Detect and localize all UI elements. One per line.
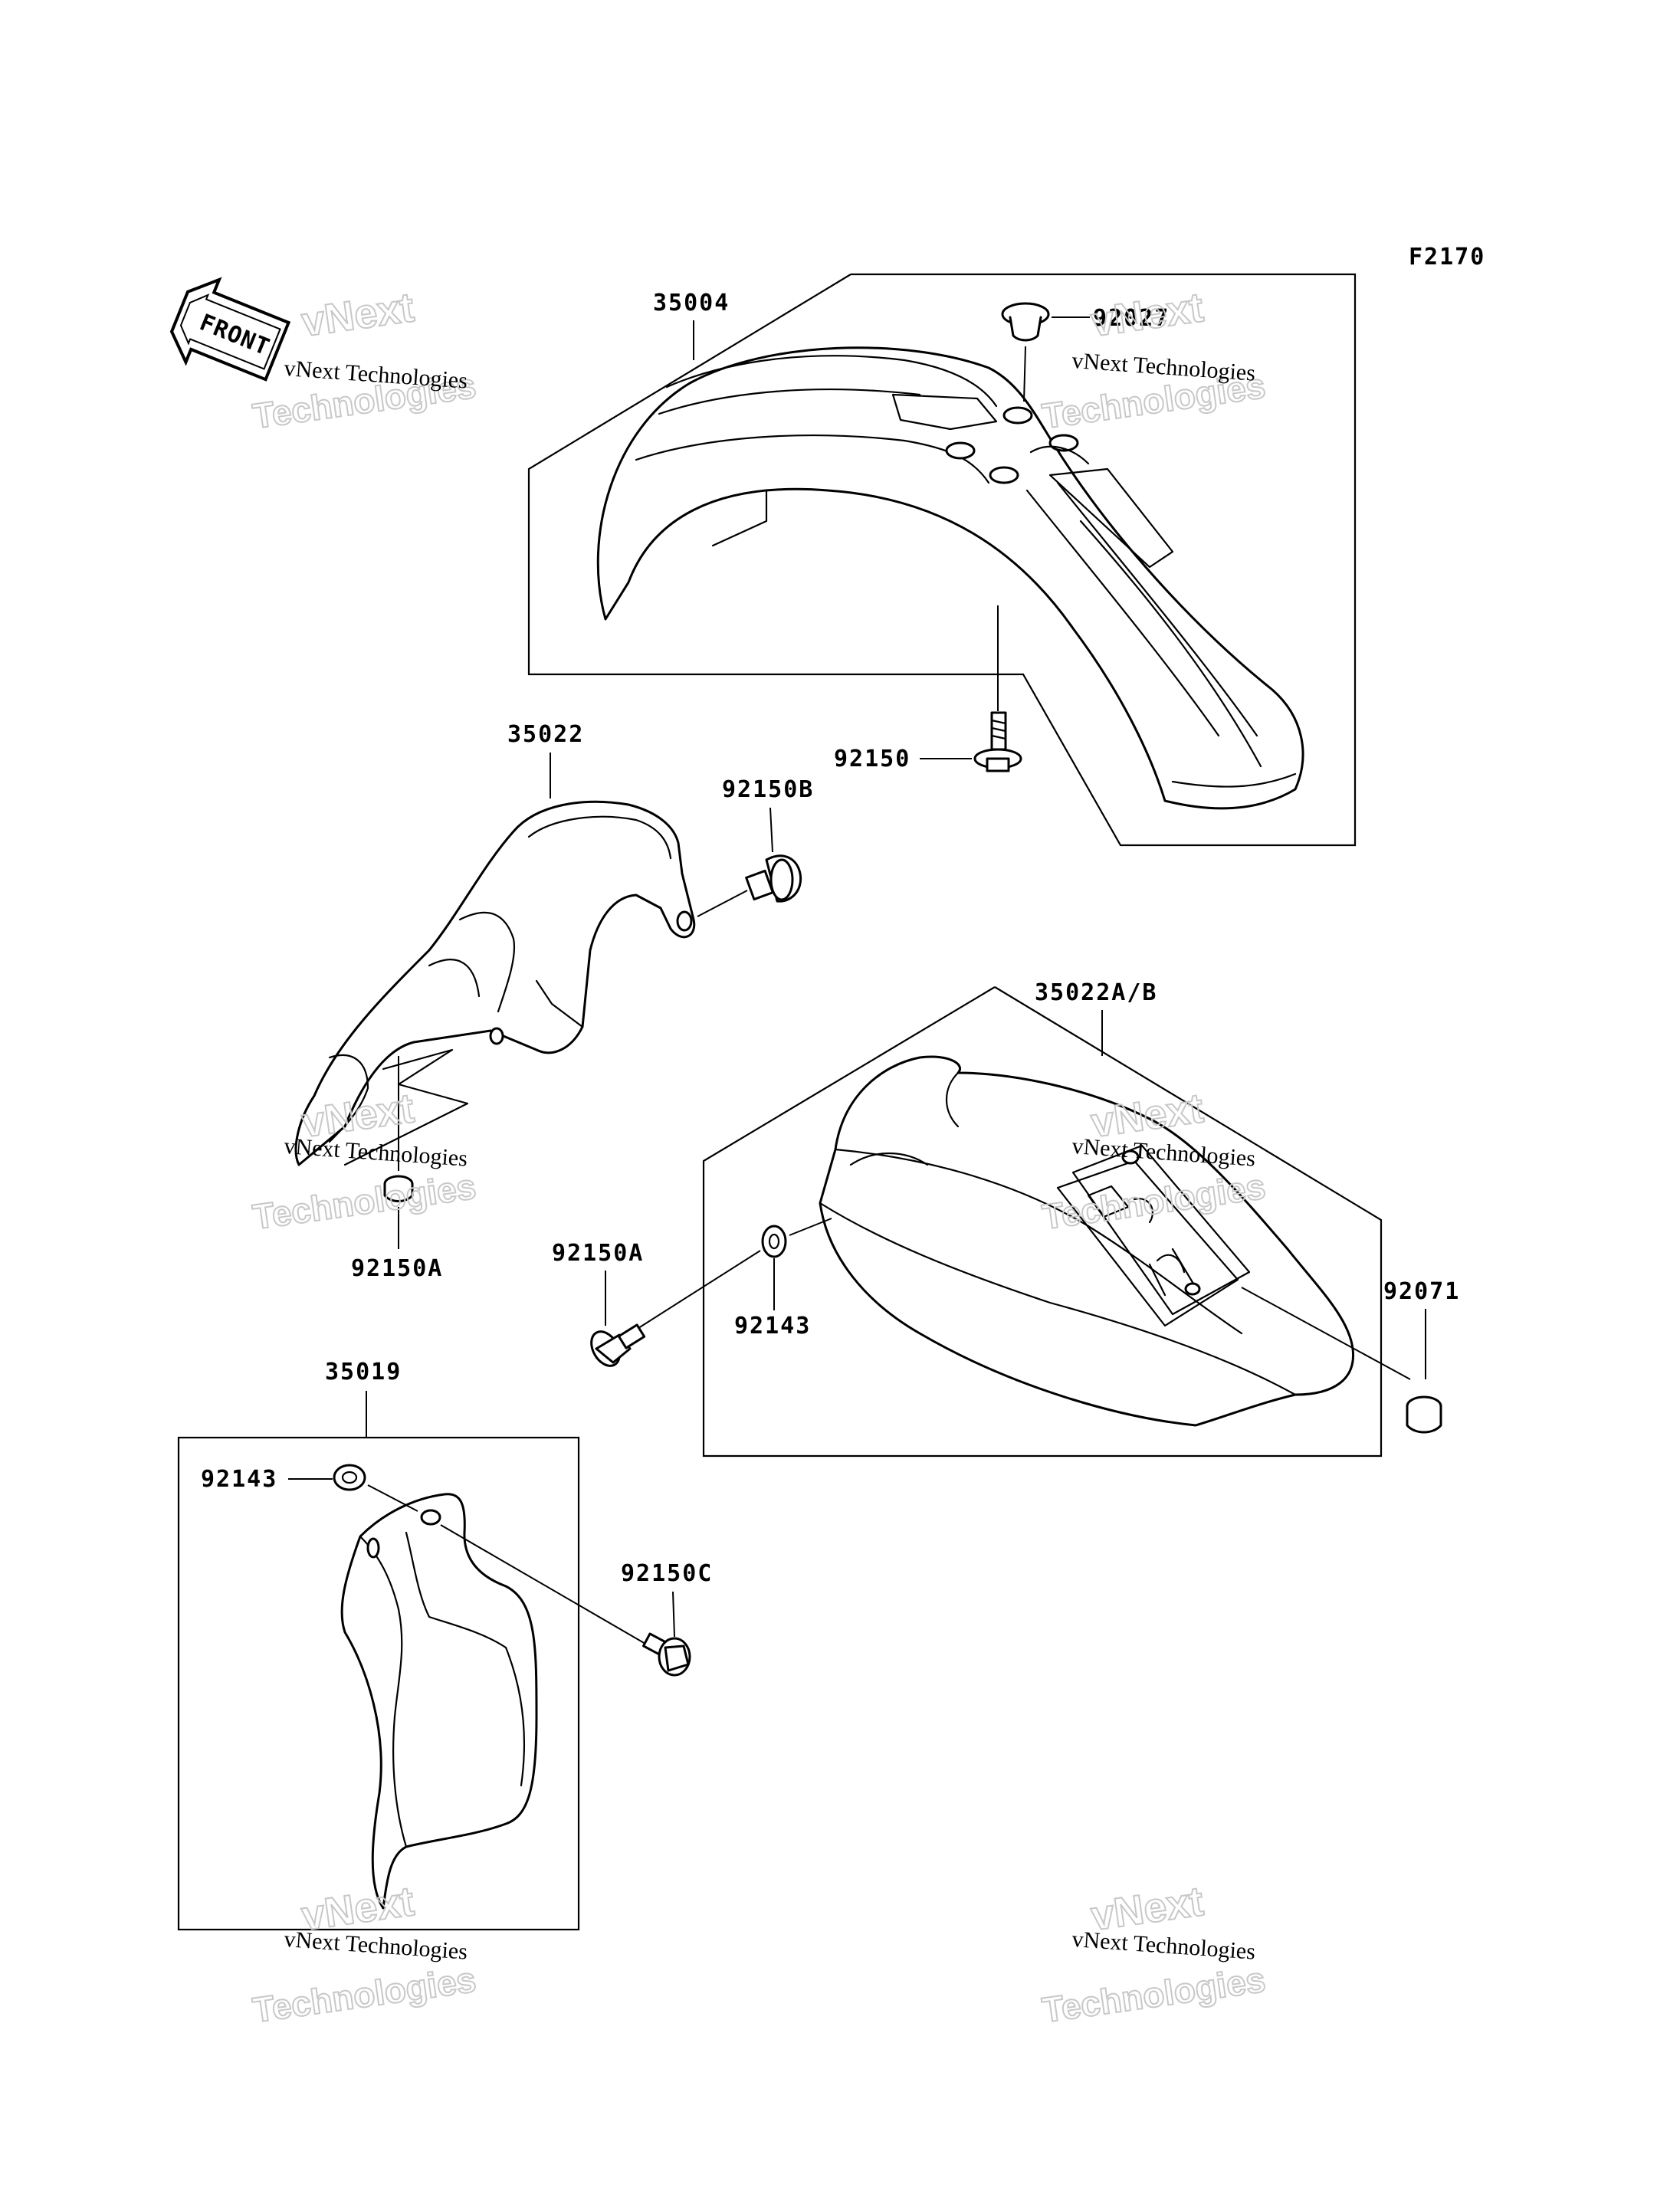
- rear-fender-washer: [761, 1218, 832, 1258]
- front-fender-bolt: [973, 605, 1022, 772]
- front-fender-grommet: [1001, 302, 1050, 402]
- rear-fender-group: 35022A/B 92143: [552, 979, 1460, 1458]
- watermark-technologies: Technologies: [251, 1959, 478, 2030]
- leader-92150B: [769, 807, 773, 853]
- watermark-text: vNext Technologies: [1071, 1926, 1257, 1965]
- mud-guard-washer: [333, 1464, 366, 1491]
- label-92143-left: 92143: [201, 1466, 277, 1493]
- mud-guard-box: [177, 1436, 580, 1931]
- watermark-vnext: vNext: [299, 284, 417, 346]
- front-fender-box: [527, 273, 1357, 847]
- rear-fender-front-group: 35022 92150B 92150A: [294, 721, 814, 1282]
- figure-code: F2170: [1409, 244, 1485, 271]
- mud-guard-bolt: [642, 1632, 691, 1677]
- rear-fender-front-bolt-a: [383, 1056, 414, 1202]
- label-35019: 35019: [325, 1359, 402, 1385]
- rear-fender-grommet: [1406, 1395, 1442, 1434]
- rear-fender: [819, 1055, 1411, 1427]
- label-35004: 35004: [653, 290, 730, 316]
- mud-guard-group: 35019 92143 92150C: [177, 1359, 713, 1931]
- watermark-text: vNext Technologies: [284, 1133, 469, 1172]
- rear-fender-front-bolt-b: [697, 854, 802, 917]
- label-35022: 35022: [507, 721, 584, 748]
- label-92150A-lower: 92150A: [552, 1240, 644, 1267]
- leader-92150C: [672, 1591, 675, 1638]
- label-35022AB: 35022A/B: [1035, 979, 1158, 1006]
- front-arrow-icon: FRONT: [169, 277, 291, 382]
- front-fender: [596, 346, 1304, 810]
- rear-fender-front: [294, 800, 696, 1166]
- label-92150C: 92150C: [621, 1560, 713, 1587]
- watermark-technologies: Technologies: [251, 1166, 478, 1237]
- label-92027: 92027: [1093, 305, 1170, 332]
- label-92150B: 92150B: [722, 776, 814, 803]
- rear-fender-box: [702, 986, 1383, 1458]
- watermark-technologies: Technologies: [1040, 1959, 1268, 2030]
- label-92071: 92071: [1383, 1278, 1460, 1305]
- front-fender-group: 35004 92027: [527, 273, 1357, 847]
- label-92150A-upper: 92150A: [351, 1255, 443, 1282]
- mud-guard: [340, 1484, 646, 1910]
- watermark-text: vNext Technologies: [284, 1926, 469, 1965]
- rear-fender-bolt-a: [590, 1250, 761, 1367]
- label-92150: 92150: [834, 746, 911, 772]
- watermark-vnext: vNext: [1088, 284, 1206, 346]
- label-92143-right: 92143: [734, 1313, 811, 1340]
